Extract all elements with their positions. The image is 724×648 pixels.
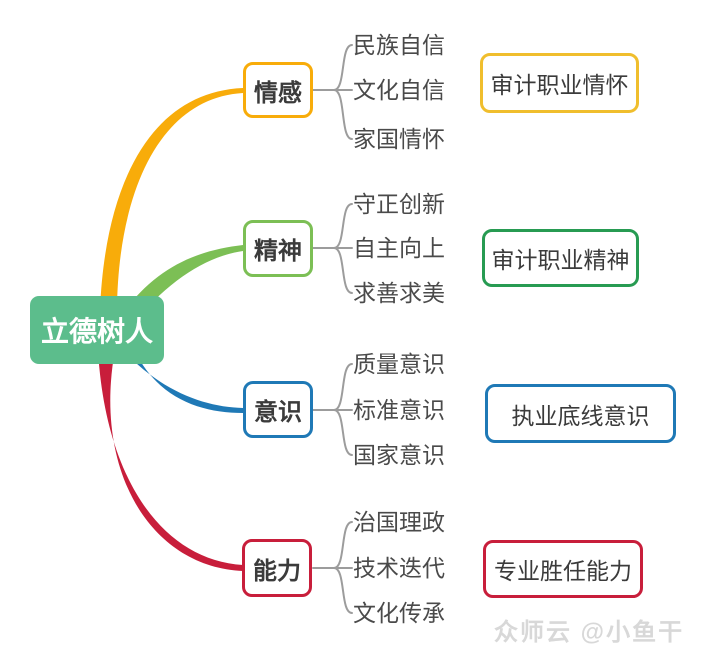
sub-item-spirit-2[interactable]: 自主向上 xyxy=(353,235,445,261)
result-label-awareness: 执业底线意识 xyxy=(511,402,650,429)
sub-item-emotion-1[interactable]: 民族自信 xyxy=(353,32,445,58)
sub-item-ability-2[interactable]: 技术迭代 xyxy=(353,555,445,581)
result-node-emotion[interactable]: 审计职业情怀 xyxy=(480,53,639,113)
sub-connector-spirit xyxy=(312,203,353,294)
branch-label-ability: 能力 xyxy=(253,557,301,585)
sub-item-spirit-1[interactable]: 守正创新 xyxy=(353,191,445,217)
sub-connector-emotion xyxy=(312,44,353,140)
root-label: 立德树人 xyxy=(40,316,153,347)
result-node-awareness[interactable]: 执业底线意识 xyxy=(485,384,676,443)
sub-connector-ability xyxy=(312,521,353,614)
branch-curve-emotion xyxy=(100,88,243,310)
result-label-emotion: 审计职业情怀 xyxy=(490,72,629,98)
sub-item-awareness-3[interactable]: 国家意识 xyxy=(353,442,445,468)
branch-node-spirit[interactable]: 精神 xyxy=(243,220,313,277)
sub-connector-awareness xyxy=(312,363,353,456)
result-node-spirit[interactable]: 审计职业精神 xyxy=(482,229,639,287)
sub-item-emotion-2[interactable]: 文化自信 xyxy=(353,77,445,103)
branch-node-ability[interactable]: 能力 xyxy=(242,539,312,597)
watermark-text: 众师云 @小鱼干 xyxy=(494,619,685,646)
branch-curve-ability xyxy=(98,350,243,571)
root-node[interactable]: 立德树人 xyxy=(30,296,164,364)
result-node-ability[interactable]: 专业胜任能力 xyxy=(483,540,643,598)
branch-node-emotion[interactable]: 情感 xyxy=(243,62,313,118)
branch-label-emotion: 情感 xyxy=(254,79,302,107)
sub-item-ability-1[interactable]: 治国理政 xyxy=(353,509,445,535)
sub-item-ability-3[interactable]: 文化传承 xyxy=(353,600,445,626)
branch-label-awareness: 意识 xyxy=(254,399,302,426)
branch-label-spirit: 精神 xyxy=(254,238,302,265)
result-label-ability: 专业胜任能力 xyxy=(494,558,632,584)
branch-node-awareness[interactable]: 意识 xyxy=(243,381,313,438)
sub-item-emotion-3[interactable]: 家国情怀 xyxy=(353,126,445,152)
sub-item-awareness-2[interactable]: 标准意识 xyxy=(353,397,445,423)
sub-item-awareness-1[interactable]: 质量意识 xyxy=(353,351,445,377)
sub-item-spirit-3[interactable]: 求善求美 xyxy=(353,280,445,306)
result-label-spirit: 审计职业精神 xyxy=(491,247,630,273)
